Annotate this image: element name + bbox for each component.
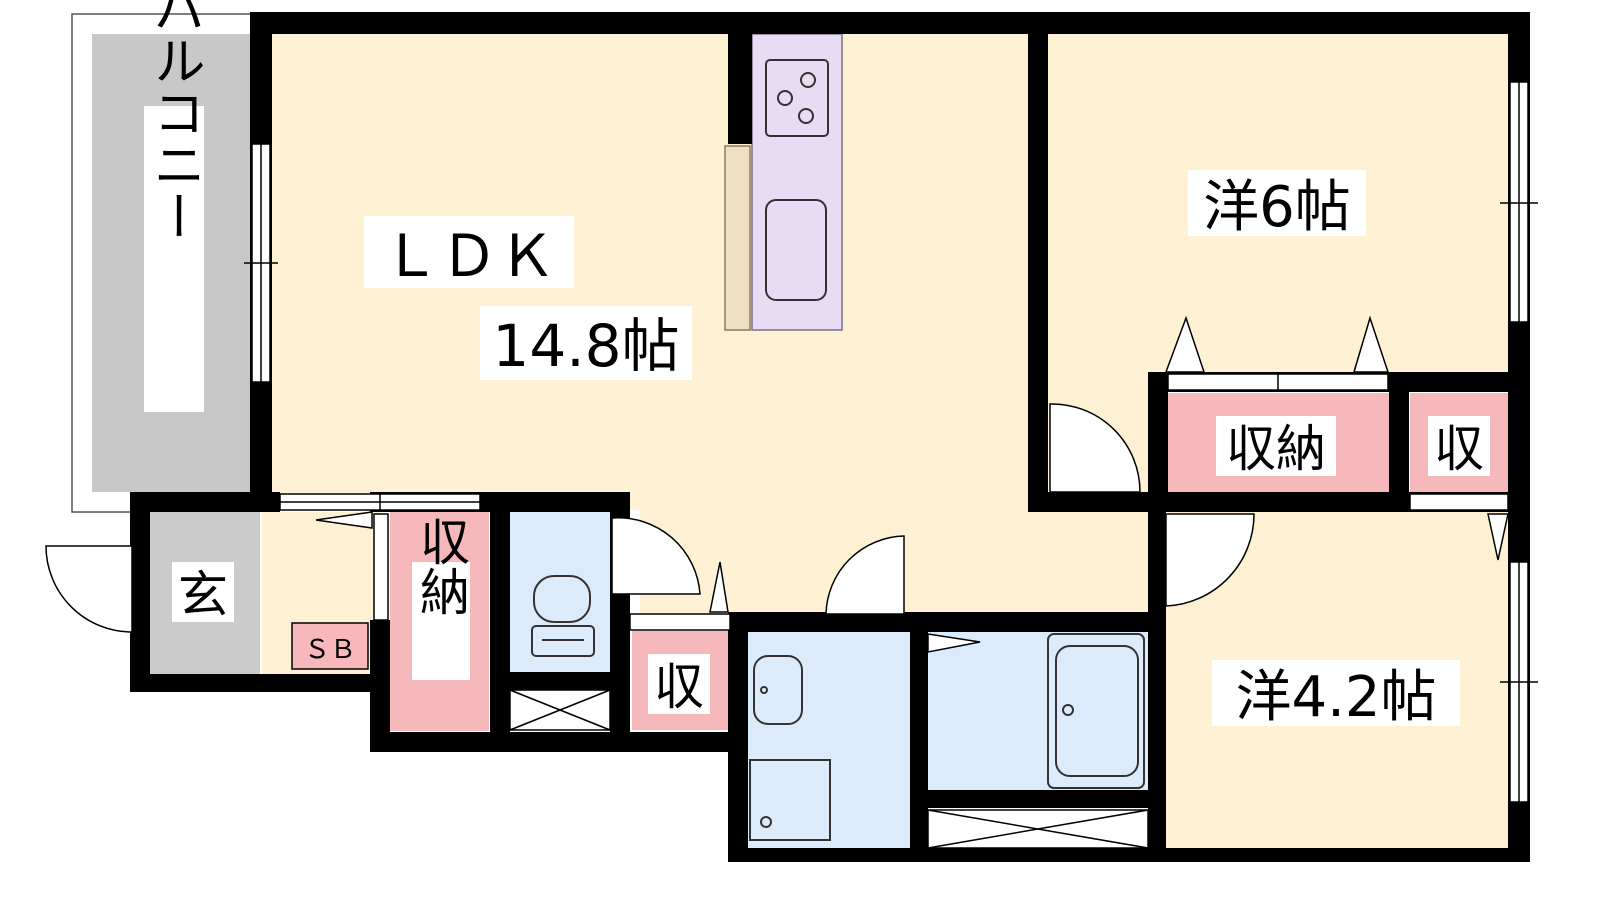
- wall-entrance-bottom: [130, 674, 390, 692]
- wall-bottom: [728, 848, 1530, 862]
- small-right-slider: [1409, 493, 1509, 511]
- washing-machine-pan: [749, 759, 831, 841]
- shafts: [509, 689, 1149, 849]
- western4-label-bg: [1212, 660, 1460, 726]
- western4-name: 洋4.2帖: [1235, 665, 1436, 730]
- washbasin: [753, 655, 803, 725]
- wall-top: [250, 12, 1530, 34]
- entrance-label: 玄: [178, 566, 228, 624]
- wall-entrance-top: [130, 492, 280, 512]
- door-toilet: [611, 517, 701, 595]
- door-west4: [1165, 513, 1255, 607]
- wall-wet-top: [728, 612, 1166, 632]
- storage-entry-slider: [373, 513, 389, 621]
- wall-hall-bottom: [370, 732, 730, 752]
- shoebox-fill: [291, 622, 369, 670]
- door-small-hall: [709, 561, 729, 613]
- door-closet-right: [1352, 315, 1390, 373]
- door-small-right: [1487, 513, 1509, 561]
- ldk-name: ＬＤＫ: [382, 222, 556, 290]
- entrance-label-bg: [172, 562, 234, 622]
- burner-icon: [777, 90, 793, 106]
- kitchen-shelf: [724, 145, 751, 331]
- door-west6: [1049, 403, 1141, 493]
- storage-entry-label-bg: [412, 562, 470, 680]
- windows: [244, 81, 1538, 803]
- wall-ldk-west6: [1028, 34, 1048, 512]
- storage-closet-label-bg: [1216, 416, 1336, 476]
- door-front: [45, 545, 133, 633]
- storage-entry-label: 収納: [412, 516, 470, 616]
- bathtub-inner: [1055, 645, 1139, 777]
- kitchen-sink: [765, 199, 827, 301]
- storage-small-hall-label: 収: [654, 658, 704, 716]
- toilet-floor: [510, 512, 611, 672]
- ldk-label-bg: [364, 216, 574, 288]
- bathtub: [1047, 633, 1145, 789]
- stove: [765, 59, 829, 137]
- wall-toilet-bottom: [490, 672, 630, 690]
- door-bath-folding: [927, 633, 981, 653]
- storage-small-hall-label-bg: [648, 654, 710, 714]
- doors: [45, 315, 1509, 653]
- door-hall-folding: [315, 511, 373, 529]
- storage-small-right-label: 収: [1434, 420, 1484, 478]
- balcony-label: バルコニー: [144, 0, 204, 242]
- wall-entrance-left: [130, 492, 150, 692]
- bathroom-floor: [928, 632, 1148, 790]
- storage-small-right-label-bg: [1428, 416, 1490, 476]
- ldk-size-bg: [480, 306, 692, 380]
- wall-west-divider: [1028, 492, 1528, 512]
- ldk-floor: [272, 34, 1162, 627]
- balcony-label-bg: [144, 106, 204, 412]
- burner-icon: [800, 72, 816, 88]
- fixtures: [531, 59, 1145, 841]
- wall-storage-entry-left: [370, 620, 390, 752]
- wall-wet-left: [728, 612, 748, 862]
- toilet-tank: [531, 625, 595, 657]
- burner-icon: [798, 108, 814, 124]
- wall-west4-left: [1148, 512, 1166, 862]
- toilet-bowl: [533, 575, 591, 623]
- shoebox-label: ＳＢ: [304, 635, 356, 665]
- wall-storage-toilet: [490, 492, 510, 752]
- hall-storage-slider: [629, 613, 731, 631]
- wall-storage-left: [1148, 372, 1168, 512]
- wall-storage-mid: [1389, 372, 1409, 512]
- western6-label-bg: [1188, 170, 1366, 236]
- wall-kitchen: [728, 34, 752, 144]
- storage-closet-label: 収納: [1226, 420, 1326, 478]
- door-washroom: [825, 535, 905, 615]
- door-closet-left: [1164, 315, 1206, 373]
- ldk-size: 14.8帖: [492, 312, 679, 380]
- wall-bath-bottom: [928, 790, 1160, 808]
- western6-name: 洋6帖: [1203, 175, 1351, 240]
- wall-bath-divider: [910, 632, 928, 862]
- labels: バルコニー ＬＤＫ 14.8帖 洋6帖 洋4.2帖 収納 収 玄 ＳＢ 収納 収: [144, 0, 1490, 730]
